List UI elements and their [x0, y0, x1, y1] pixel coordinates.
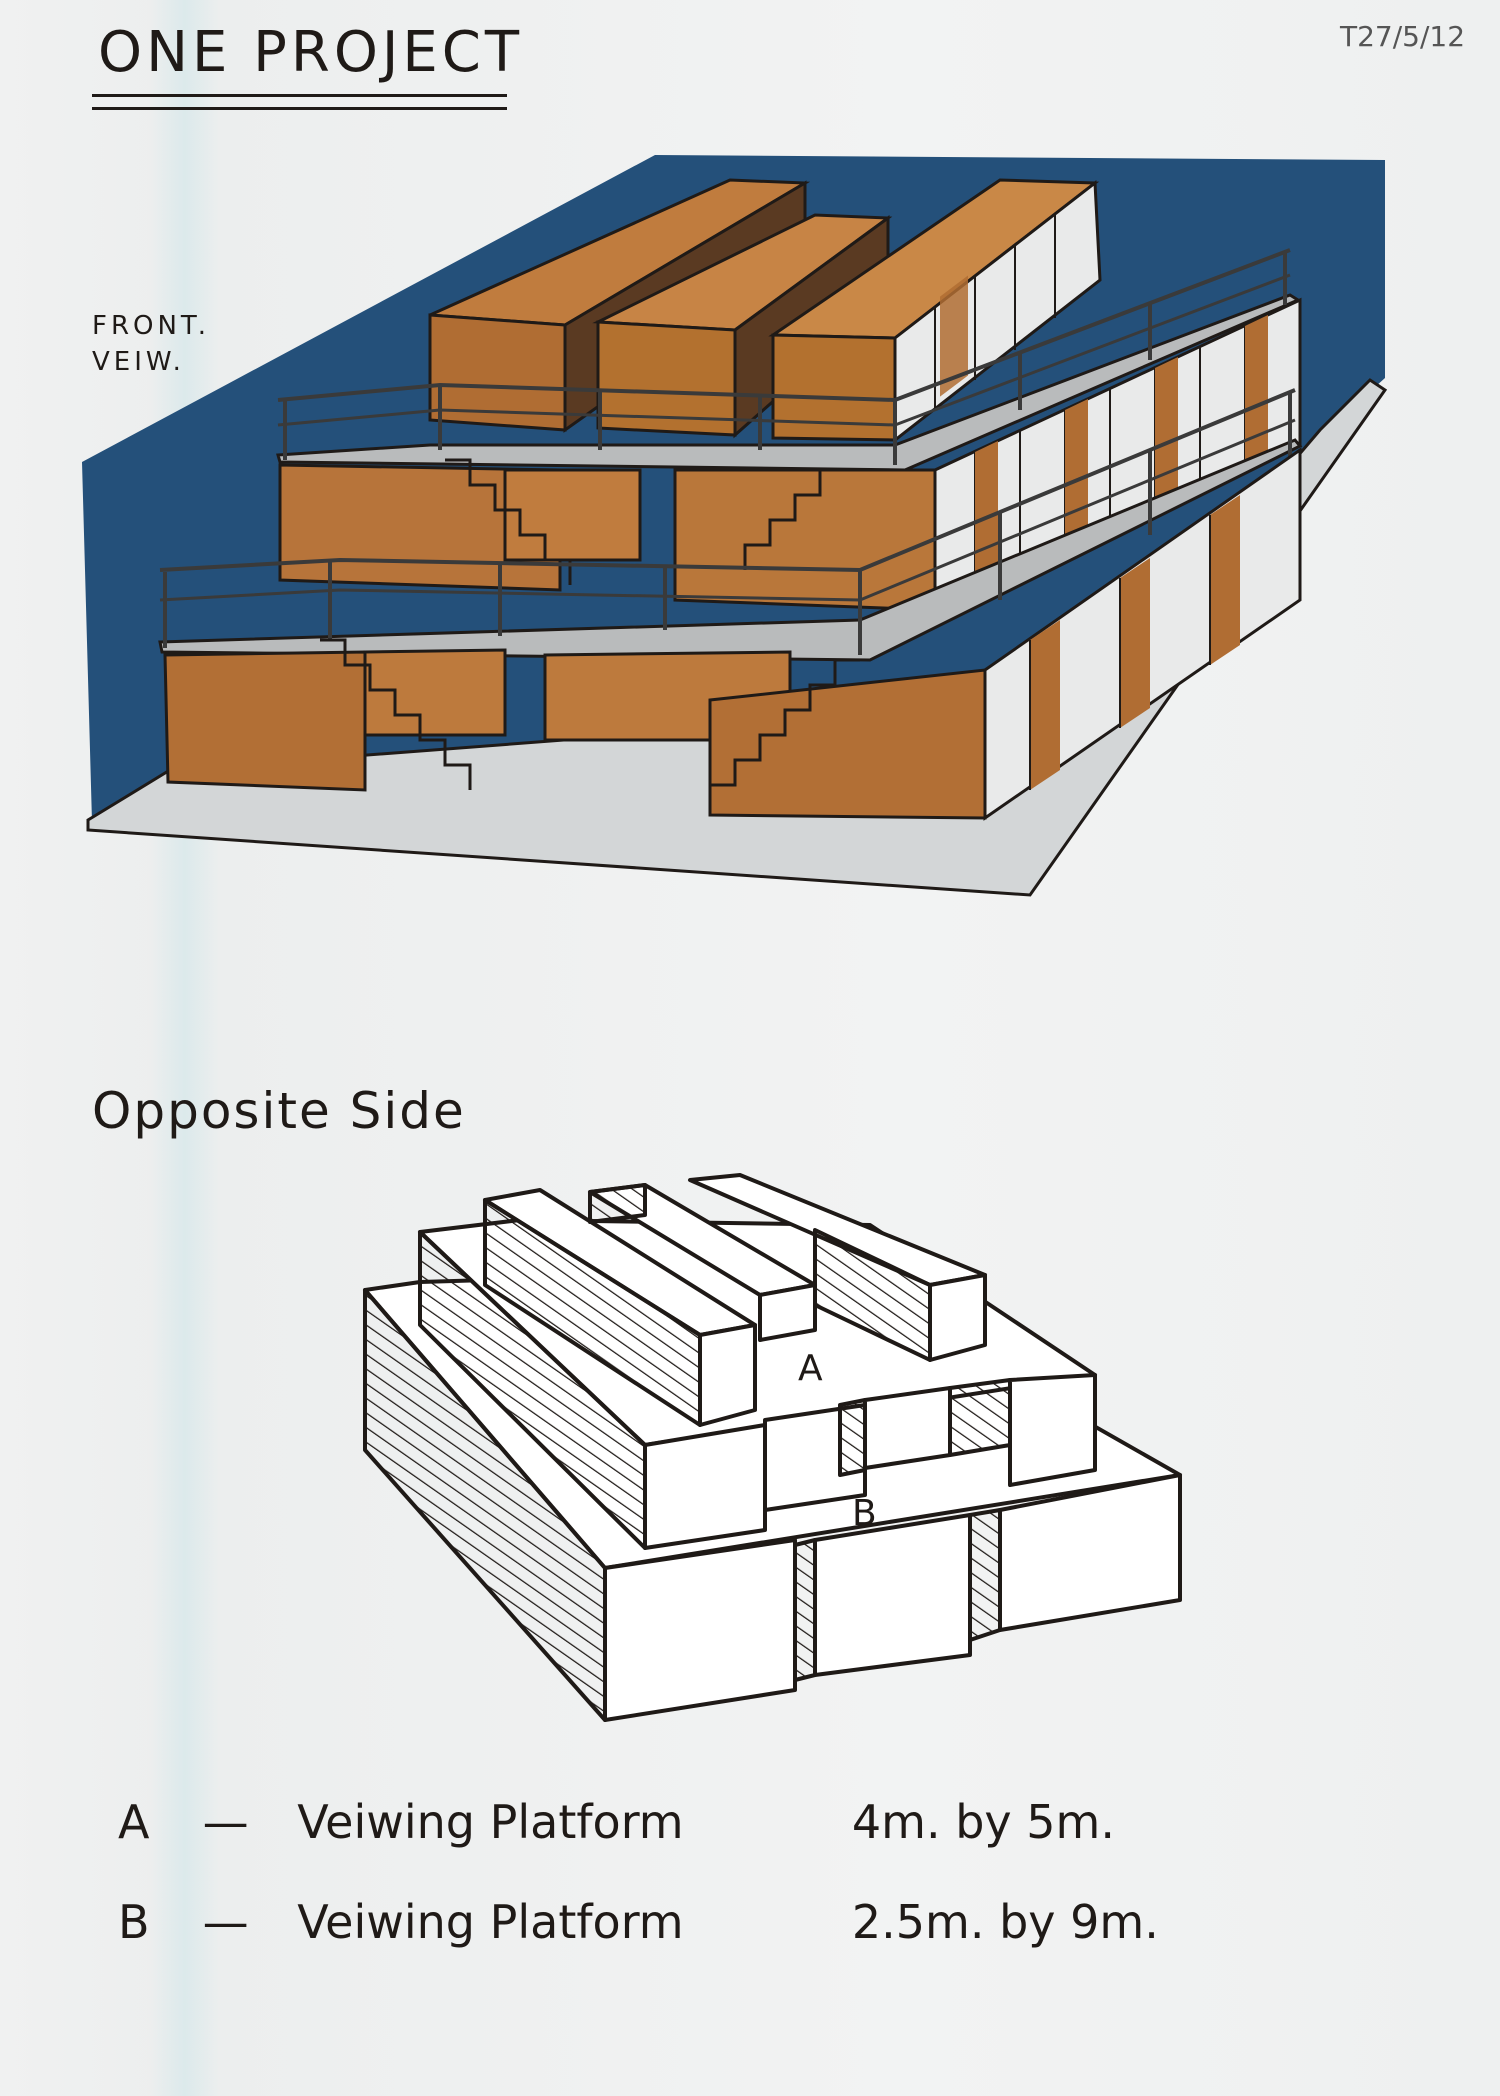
legend-key: A [118, 1795, 150, 1849]
legend-dimensions: 2.5m. by 9m. [851, 1895, 1159, 1949]
middle-front-box-4 [1008, 1373, 1097, 1487]
platform-a-label: A [798, 1348, 823, 1389]
legend-key: B [118, 1895, 150, 1949]
bottom-front-box-3 [998, 1473, 1182, 1632]
platform-b-label: B [852, 1493, 877, 1534]
title-underline [92, 94, 507, 110]
sheet-date: T27/5/12 [1340, 20, 1466, 53]
legend-dash: — [202, 1795, 249, 1849]
legend-label: Veiwing Platform [297, 1795, 684, 1849]
bottom-tier-containers [163, 447, 1302, 821]
middle-tier-containers [278, 297, 1302, 613]
legend-dimensions: 4m. by 5m. [851, 1795, 1115, 1849]
opposite-side-heading: Opposite Side [92, 1082, 466, 1140]
legend-dash: — [202, 1895, 249, 1949]
legend-row-a: A — Veiwing Platform 4m. by 5m. [118, 1795, 1115, 1849]
bottom-front-box-2 [813, 1513, 972, 1677]
sheet-title: ONE PROJECT [98, 20, 524, 85]
top-tier-containers [428, 178, 1102, 444]
front-view-label: FRONT. VEIW. [92, 311, 210, 377]
upper-deck [276, 248, 1302, 472]
bottom-front-box-1 [603, 1538, 797, 1722]
paper-tint-strip [150, 0, 220, 2096]
legend-row-b: B — Veiwing Platform 2.5m. by 9m. [118, 1895, 1159, 1949]
middle-front-box-3 [863, 1386, 952, 1470]
lower-deck [158, 388, 1303, 662]
legend-label: Veiwing Platform [297, 1895, 684, 1949]
middle-front-box-1 [643, 1423, 767, 1550]
